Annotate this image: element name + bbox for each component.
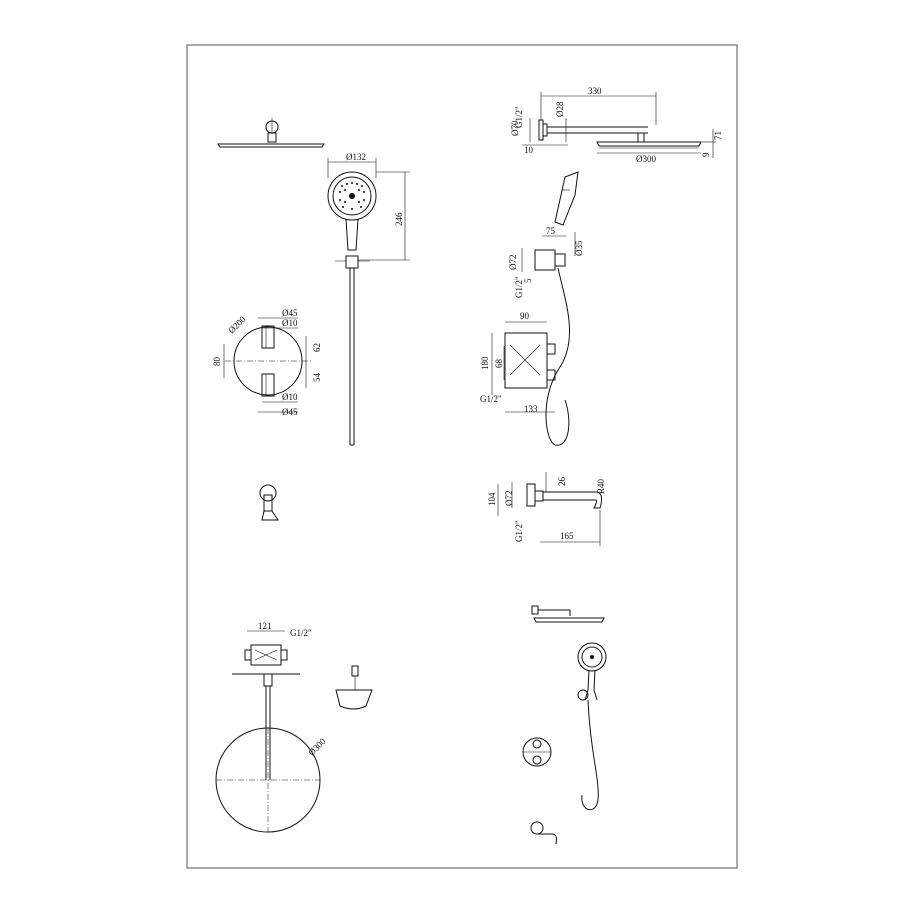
shower-head-elevation xyxy=(217,118,325,148)
dim-valve-inner: 68 xyxy=(494,359,504,369)
dim-holder-thread: G1/2" xyxy=(514,276,524,298)
dim-holder-depth: 75 xyxy=(546,226,556,236)
sheet-border xyxy=(186,44,738,869)
dim-head-offset: 71 xyxy=(713,131,723,140)
dim-holder-hose: Ø35 xyxy=(574,240,584,256)
dim-top-offset: 62 xyxy=(312,343,322,352)
dim-arm-thread: G1/2" xyxy=(514,106,524,128)
dim-valve-depth: 133 xyxy=(524,404,538,414)
dim-spout-flange: Ø72 xyxy=(504,491,514,507)
ceiling-mount-drawing: 121 G1/2" Ø300 xyxy=(215,621,373,833)
hand-shower-drawing: Ø132 246 xyxy=(327,152,410,446)
dim-hand-head: Ø132 xyxy=(346,152,366,162)
dim-spout-thread: G1/2" xyxy=(514,520,524,542)
spray-nozzles xyxy=(339,182,365,210)
dim-spout-pipe: 26 xyxy=(557,477,567,487)
dim-spout-radius: R40 xyxy=(596,478,606,494)
dim-top-outer: Ø45 xyxy=(282,308,298,318)
spout-drawing: 26 R40 104 Ø72 G1/2" 165 xyxy=(487,472,606,546)
dim-top-inner: Ø10 xyxy=(282,318,298,328)
dim-ceiling-head: Ø300 xyxy=(306,736,328,758)
dim-ceiling-width: 121 xyxy=(258,621,272,631)
dim-valve-box-height: 180 xyxy=(480,356,490,370)
dim-hand-length: 246 xyxy=(394,212,404,226)
dim-flange-dia: Ø70 xyxy=(510,120,520,136)
dim-valve-thread: G1/2" xyxy=(480,394,502,404)
valve-side-drawing: 90 180 68 G1/2" 133 xyxy=(480,311,556,414)
set-overview-drawing xyxy=(522,605,607,845)
dim-spout-height: 104 xyxy=(487,492,497,506)
shower-arm-drawing: 330 G1/2" Ø28 Ø70 10 Ø300 71 9 xyxy=(510,86,723,164)
dim-holder-flange: Ø72 xyxy=(508,255,518,271)
dim-flange-depth: 10 xyxy=(524,145,534,155)
dim-bottom-outer: Ø45 xyxy=(282,407,298,417)
valve-front-drawing: Ø200 80 Ø45 Ø10 62 54 Ø10 Ø45 xyxy=(212,308,322,417)
dim-valve-height: 80 xyxy=(212,357,222,367)
dim-bottom-offset: 54 xyxy=(312,373,322,383)
dim-spout-length: 165 xyxy=(560,531,574,541)
dim-plate-dia: Ø200 xyxy=(226,314,248,336)
dim-ceiling-thread: G1/2" xyxy=(290,628,312,638)
dim-arm-pipe: Ø28 xyxy=(555,101,565,117)
hand-holder-drawing: 75 Ø35 Ø72 G1/2" 5 xyxy=(508,171,584,446)
dim-holder-gap: 5 xyxy=(523,278,533,283)
dim-head-dia: Ø300 xyxy=(636,154,656,164)
spout-elevation-small xyxy=(259,484,279,521)
dim-arm-length: 330 xyxy=(588,86,602,96)
dim-valve-width: 90 xyxy=(520,311,530,321)
dim-head-height: 9 xyxy=(701,152,711,157)
dim-bottom-inner: Ø10 xyxy=(282,392,298,402)
